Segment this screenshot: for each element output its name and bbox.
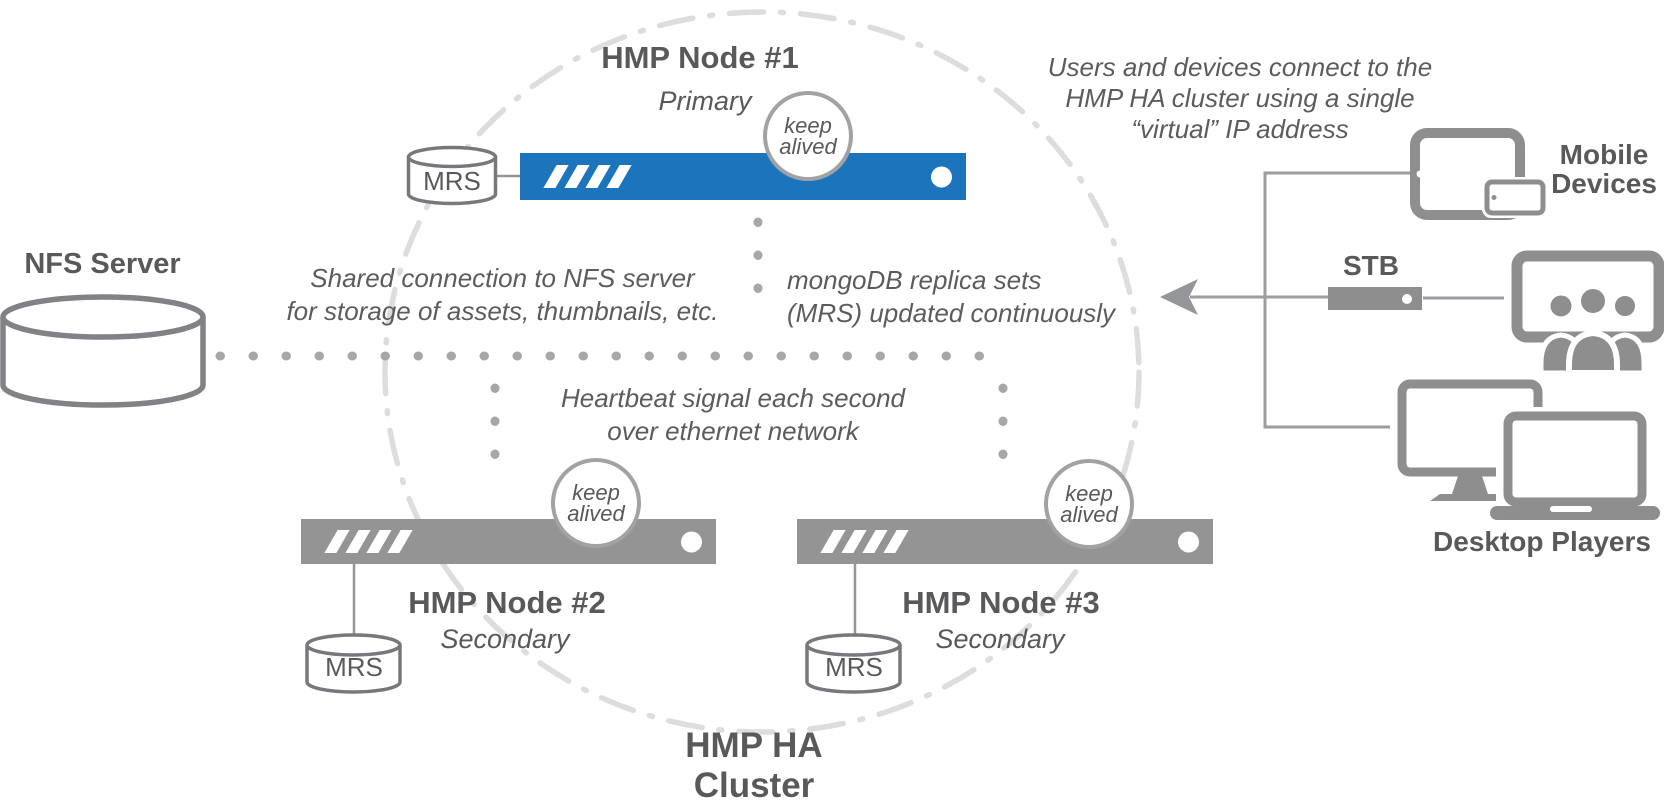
stb-icon: [1328, 287, 1422, 310]
node1-role: Primary: [658, 86, 752, 116]
keepalived-label: keep: [1065, 481, 1113, 506]
mrs2-cylinder-icon: [305, 633, 402, 694]
node3-server-bar: [797, 519, 1213, 564]
mrs1-label: MRS: [423, 166, 481, 196]
nfs-server-label: NFS Server: [24, 248, 181, 280]
mobile-devices-label-line: Mobile: [1559, 139, 1649, 170]
server-led-icon: [931, 166, 952, 187]
mrs2-label: MRS: [325, 652, 383, 682]
virtual-ip-arrowhead-icon: [1160, 279, 1198, 315]
keepalived-label: keep: [572, 480, 620, 505]
virtual-ip-annotation-line: HMP HA cluster using a single: [1065, 83, 1415, 113]
mobile-devices-label-line: Devices: [1551, 168, 1657, 199]
node3-role: Secondary: [935, 624, 1065, 654]
tv-viewers-icon: [1511, 250, 1664, 373]
virtual-ip-annotation-line: “virtual” IP address: [1131, 114, 1349, 144]
stb-label: STB: [1343, 250, 1399, 281]
desktop-players-icon: [1397, 379, 1660, 520]
mongodb-annotation: mongoDB replica sets (MRS) updated conti…: [787, 264, 1127, 330]
node1-keepalived-badge: keep alived: [763, 91, 853, 181]
server-led-icon: [681, 531, 702, 552]
nfs-annotation: Shared connection to NFS server for stor…: [285, 262, 720, 328]
heartbeat-annotation: Heartbeat signal each second over ethern…: [533, 382, 933, 448]
devices-bracket-line: [1263, 171, 1418, 429]
nfs-annotation-line: Shared connection to NFS server: [310, 263, 695, 293]
cluster-label-line1: HMP HA: [685, 726, 823, 765]
node2-role: Secondary: [440, 624, 570, 654]
node2-title: HMP Node #2: [408, 585, 606, 620]
desktop-players-label: Desktop Players: [1433, 526, 1651, 557]
virtual-ip-annotation-line: Users and devices connect to the: [1047, 52, 1433, 82]
mongodb-annotation-line: (MRS) updated continuously: [787, 298, 1116, 328]
mongodb-annotation-line: mongoDB replica sets: [787, 265, 1042, 295]
mobile-devices-icon: [1410, 128, 1548, 220]
cluster-label: HMP HA Cluster: [604, 726, 904, 806]
mrs3-cylinder-icon: [805, 633, 902, 694]
keepalived-label: alived: [1060, 502, 1118, 527]
keepalived-label: alived: [779, 134, 837, 159]
cluster-ring: [382, 9, 1142, 735]
mrs1-cylinder-icon: [406, 145, 498, 206]
stb-led-icon: [1402, 293, 1412, 304]
mrs3-label: MRS: [825, 652, 883, 682]
node2-keepalived-badge: keep alived: [551, 458, 641, 548]
mobile-devices-label: Mobile Devices: [1544, 140, 1664, 198]
heartbeat-annotation-line: Heartbeat signal each second: [560, 383, 905, 413]
node3-keepalived-badge: keep alived: [1044, 459, 1134, 549]
keepalived-label: alived: [567, 501, 625, 526]
virtual-ip-annotation: Users and devices connect to the HMP HA …: [1040, 52, 1440, 145]
server-slash-icon: [883, 530, 909, 553]
server-led-icon: [1178, 531, 1199, 552]
server-slash-icon: [606, 165, 632, 188]
node3-title: HMP Node #3: [902, 585, 1100, 620]
cluster-label-line2: Cluster: [693, 766, 815, 805]
keepalived-label: keep: [784, 113, 832, 138]
node1-server-bar: [520, 153, 966, 200]
node2-server-bar: [301, 519, 716, 564]
nfs-server-cylinder-icon: [0, 294, 206, 408]
heartbeat-annotation-line: over ethernet network: [607, 416, 859, 446]
server-slash-icon: [387, 530, 413, 553]
node1-title: HMP Node #1: [601, 40, 799, 75]
nfs-annotation-line: for storage of assets, thumbnails, etc.: [286, 296, 719, 326]
